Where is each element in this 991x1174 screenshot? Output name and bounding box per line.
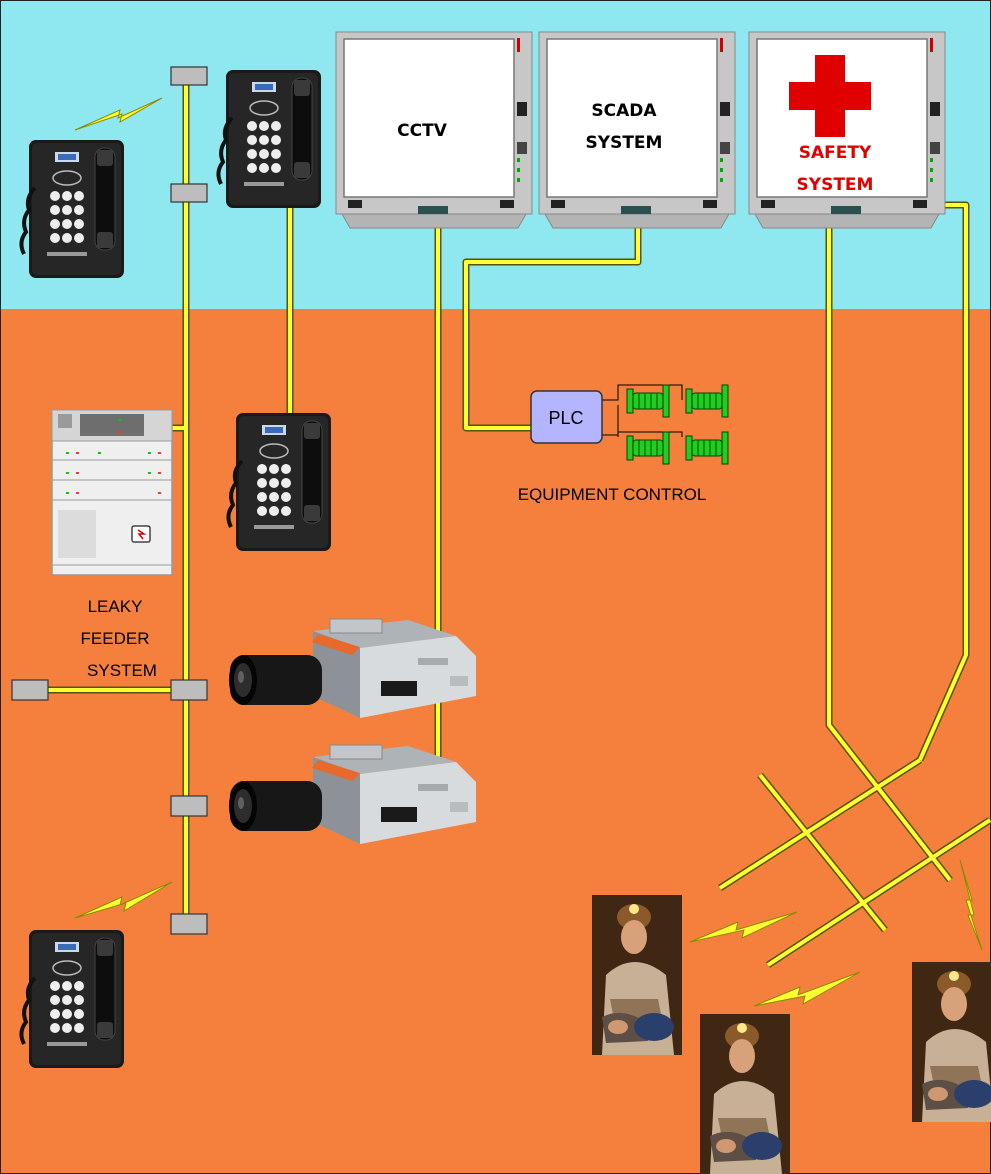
leaky-feeder-label-line1: LEAKY [88, 597, 143, 616]
monitor-scada-label-line2: SYSTEM [586, 133, 663, 153]
monitor-safety-label-line1: SAFETY [799, 143, 872, 163]
industrial-telephone-icon [218, 70, 321, 208]
repeater-box [171, 184, 207, 202]
miner-photo-icon [912, 962, 991, 1122]
leaky-feeder-label-line3: SYSTEM [87, 661, 157, 680]
industrial-telephone-icon [228, 413, 331, 551]
monitor-cctv-label: CCTV [397, 121, 448, 141]
equipment-control-label: EQUIPMENT CONTROL [518, 485, 707, 504]
monitor-safety [749, 32, 945, 228]
repeater-box [171, 680, 207, 700]
miner-photo-icon [592, 895, 682, 1055]
leaky-feeder-head-end-icon [52, 410, 172, 575]
repeater-box [171, 796, 207, 816]
repeater-box [171, 914, 207, 934]
industrial-telephone-icon [21, 140, 124, 278]
monitor-scada [539, 32, 735, 228]
plc-label: PLC [548, 408, 583, 428]
monitor-safety-label-line2: SYSTEM [797, 175, 874, 195]
miner-photo-icon [700, 1014, 790, 1174]
repeater-box [12, 680, 48, 700]
leaky-feeder-label-line2: FEEDER [81, 629, 150, 648]
industrial-telephone-icon [21, 930, 124, 1068]
monitor-scada-label-line1: SCADA [591, 101, 657, 121]
repeater-box [171, 67, 207, 85]
